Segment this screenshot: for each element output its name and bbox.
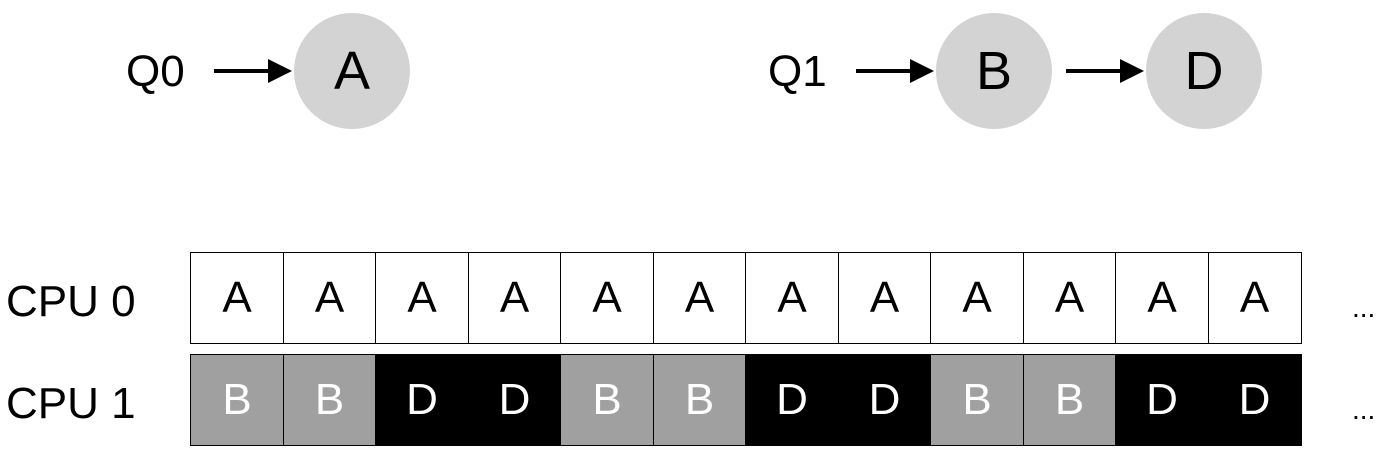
timeslot-cell: B [282, 354, 377, 446]
timeslot-cell: B [1022, 354, 1117, 446]
arrow-icon [856, 59, 934, 83]
timeslot-cell: A [745, 252, 839, 344]
timeslot-cell: A [282, 252, 377, 344]
job-node-a: A [294, 13, 410, 129]
timeslot-cell: D [467, 354, 562, 446]
queue-label-q0: Q0 [126, 47, 185, 96]
timeslot-cell: A [560, 252, 654, 344]
timeslot-cell: A [190, 252, 284, 344]
timeslot-cell: A [1207, 252, 1302, 344]
timeslot-cell: D [745, 354, 839, 446]
ellipsis-cpu-1: ... [1352, 394, 1376, 425]
timeslot-cell: A [837, 252, 932, 344]
timeslot-cell: B [652, 354, 747, 446]
job-node-d: D [1146, 13, 1262, 129]
timeslot-cell: A [1022, 252, 1117, 344]
arrow-icon [214, 59, 292, 83]
arrow-icon [1066, 59, 1144, 83]
timeslot-cell: D [1207, 354, 1302, 446]
timeslot-cell: A [467, 252, 562, 344]
timeslot-cell: D [837, 354, 932, 446]
timeslot-cell: A [652, 252, 747, 344]
timeslot-cell: B [190, 354, 284, 446]
timeslot-cell: B [930, 354, 1024, 446]
timeslot-cell: A [930, 252, 1024, 344]
job-node-label: B [975, 41, 1013, 101]
ellipsis-cpu-0: ... [1352, 292, 1376, 323]
timeslot-cell: A [375, 252, 469, 344]
timeslot-cell: B [560, 354, 654, 446]
cpu-label-0: CPU 0 [6, 277, 136, 326]
job-node-b: B [936, 13, 1052, 129]
timeslot-cell: D [375, 354, 469, 446]
timeslot-cell: D [1115, 354, 1209, 446]
job-node-label: D [1184, 41, 1224, 101]
job-node-label: A [333, 41, 371, 101]
cpu-label-1: CPU 1 [6, 379, 136, 428]
queue-label-q1: Q1 [768, 47, 827, 96]
timeslot-cell: A [1115, 252, 1209, 344]
